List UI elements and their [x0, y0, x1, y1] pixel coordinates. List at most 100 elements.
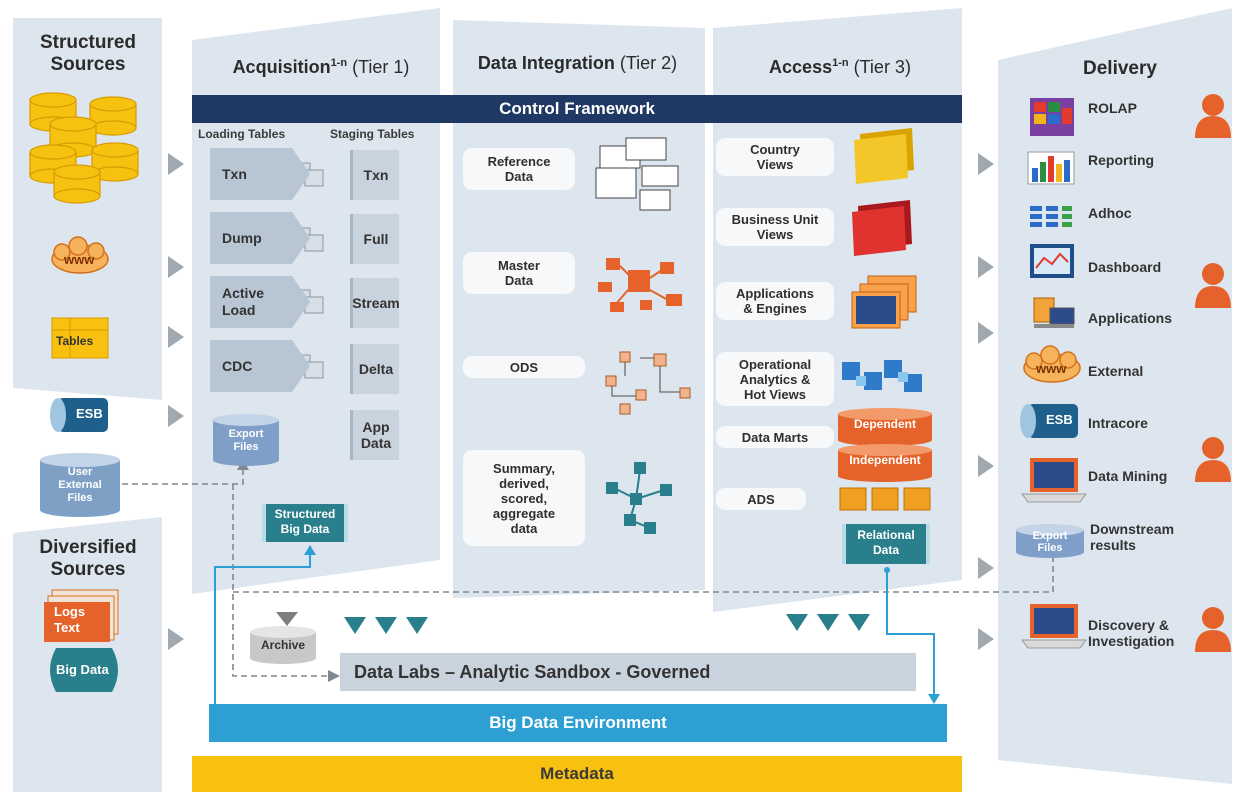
esb-icon	[50, 398, 108, 432]
data-mining-laptop-icon	[1021, 458, 1087, 503]
access-tier: (Tier 3)	[853, 57, 911, 77]
business-unit-red-panels-icon	[852, 200, 912, 256]
operational-analytics-box: Operational Analytics & Hot Views	[716, 352, 834, 406]
data-labs-bar: Data Labs – Analytic Sandbox - Governed	[340, 653, 916, 691]
loading-table-active-load: Active Load	[210, 276, 310, 328]
rolap-cube-icon	[1030, 98, 1074, 136]
control-framework-bar: Control Framework	[192, 95, 962, 123]
staging-table-full: Full	[350, 214, 399, 264]
delivery-esb-icon	[1020, 404, 1078, 438]
applications-engines-box: Applications & Engines	[716, 282, 834, 320]
summary-network-icon	[606, 462, 672, 534]
applications-engines-screens-icon	[851, 275, 917, 329]
ods-nodes	[605, 351, 691, 415]
blue-connectors	[214, 553, 935, 704]
independent-label: Independent	[849, 453, 921, 467]
big-data-source-label: Big Data	[56, 662, 109, 677]
person-icon	[1195, 263, 1231, 308]
structured-big-data-label: Structured Big Data	[274, 507, 336, 536]
person-icons	[1195, 94, 1231, 652]
integration-label: Data Integration	[477, 53, 615, 73]
archive-label: Archive	[260, 638, 306, 652]
delivery-export-files-label: Export Files	[1032, 530, 1068, 554]
acquisition-label: Acquisition	[232, 57, 331, 77]
structured-sources-header: Structured Sources	[39, 32, 137, 75]
delivery-downstream-results: Downstream results	[1090, 521, 1175, 553]
teal-down-triangles	[344, 614, 870, 634]
adhoc-grid-icon	[1030, 206, 1072, 227]
tables-source-label: Tables	[56, 334, 94, 348]
delivery-applications: Applications	[1088, 310, 1173, 326]
tables-icon	[51, 317, 109, 359]
loading-table-txn: Txn	[210, 148, 310, 200]
logs-text-label: Logs Text	[54, 604, 86, 635]
relational-data-icon	[842, 524, 930, 564]
data-marts-box: Data Marts	[716, 426, 834, 448]
acquisition-tier: (Tier 1)	[352, 57, 410, 77]
delivery-panel	[998, 8, 1232, 784]
delivery-header: Delivery	[1083, 58, 1157, 79]
staging-table-stream: Stream	[350, 278, 400, 328]
acquisition-header: Acquisition1-n (Tier 1)	[196, 52, 446, 78]
ads-orange-cubes-icon	[839, 487, 931, 511]
delivery-data-mining: Data Mining	[1088, 468, 1168, 484]
independent-cylinder-icon	[838, 444, 932, 482]
reporting-bar-chart-icon	[1027, 151, 1075, 185]
integration-tier: (Tier 2)	[619, 53, 678, 73]
delivery-adhoc: Adhoc	[1088, 205, 1132, 221]
staging-table-app-data: App Data	[350, 410, 399, 460]
big-data-environment-bar: Big Data Environment	[209, 704, 947, 742]
logs-text-icon	[44, 589, 119, 642]
dashed-connectors	[122, 470, 1054, 677]
discovery-laptop-icon	[1021, 604, 1087, 649]
country-views-box: Country Views	[716, 138, 834, 176]
reference-data-diagram-icon	[595, 137, 679, 211]
diversified-sources-header: Diversified Sources	[39, 537, 137, 580]
flow-arrows	[168, 153, 994, 650]
big-data-icon	[50, 648, 118, 692]
operational-analytics-cubes-icon	[842, 360, 922, 392]
dashboard-screen-icon	[1030, 244, 1074, 278]
dependent-label: Dependent	[853, 417, 916, 431]
delivery-esb-label: ESB	[1046, 412, 1073, 427]
structured-big-data-icon	[262, 504, 348, 542]
export-files-cylinder-icon	[213, 414, 279, 466]
delivery-reporting: Reporting	[1088, 152, 1155, 168]
master-data-orange-blocks-icon	[598, 258, 682, 312]
summary-data-box: Summary, derived, scored, aggregate data	[463, 450, 585, 546]
business-unit-views-box: Business Unit Views	[716, 208, 834, 246]
staging-tables-header: Staging Tables	[330, 127, 415, 141]
access-sup: 1-n	[832, 57, 849, 69]
master-data-box: Master Data	[463, 252, 575, 294]
dependent-cylinder-icon	[838, 408, 932, 446]
export-files-label: Export Files	[228, 428, 264, 453]
user-external-files-label: User External Files	[58, 466, 102, 504]
metadata-bar: Metadata	[192, 756, 962, 792]
person-icon	[1195, 94, 1231, 138]
staging-table-delta: Delta	[350, 344, 399, 394]
loading-table-dump: Dump	[210, 212, 310, 264]
country-views-gold-panels-icon	[854, 128, 914, 184]
delivery-www-label: www	[1036, 361, 1067, 376]
delivery-export-files-icon	[1016, 524, 1084, 558]
delivery-discovery-investigation: Discovery & Investigation	[1088, 617, 1175, 649]
delivery-www-cloud-icon	[1023, 345, 1081, 383]
integration-header: Data Integration (Tier 2)	[455, 52, 700, 74]
access-label: Access	[769, 57, 833, 77]
acquisition-sup: 1-n	[330, 57, 348, 69]
user-external-files-icon	[40, 453, 120, 517]
person-icon	[1195, 437, 1231, 482]
staging-table-txn: Txn	[350, 150, 399, 200]
ads-box: ADS	[716, 488, 806, 510]
applications-computer-icon	[1033, 297, 1075, 328]
delivery-dashboard: Dashboard	[1088, 259, 1162, 275]
access-header: Access1-n (Tier 3)	[720, 52, 960, 78]
loading-tables-header: Loading Tables	[198, 127, 286, 141]
ods-box: ODS	[463, 356, 585, 378]
delivery-external: External	[1088, 363, 1144, 379]
www-source-label: www	[64, 252, 95, 267]
loading-table-cdc: CDC	[210, 340, 310, 392]
www-cloud-icon	[51, 236, 109, 274]
person-icon	[1195, 607, 1231, 652]
